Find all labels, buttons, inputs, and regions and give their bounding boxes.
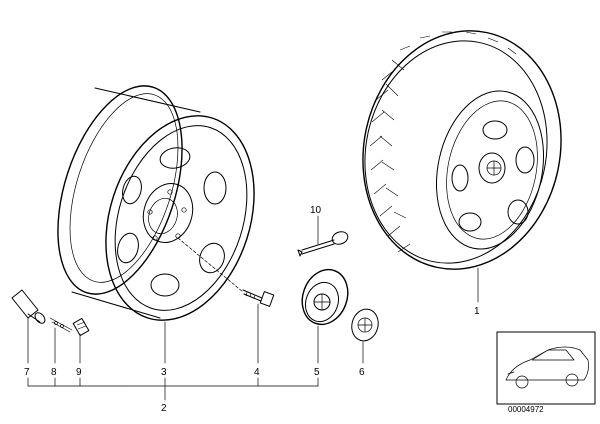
- callout-9: 9: [76, 367, 82, 378]
- wheel-bolt-icon: [242, 289, 275, 307]
- alloy-wheel-rim-icon: [57, 85, 255, 321]
- tire-valve-icon: [11, 289, 46, 324]
- leader-lines: [27, 215, 479, 401]
- valve-cap-icon: [72, 317, 90, 337]
- hub-cap-puller-icon: [297, 231, 349, 257]
- callout-6: 6: [359, 367, 365, 378]
- hub-cap-icon: [301, 268, 349, 326]
- complete-wheel-tire-icon: [362, 30, 562, 270]
- callout-3: 3: [161, 367, 167, 378]
- car-thumbnail-icon: [496, 331, 596, 405]
- callout-2: 2: [161, 403, 167, 414]
- callout-10: 10: [310, 205, 322, 216]
- callout-1: 1: [474, 306, 480, 317]
- callout-4: 4: [254, 367, 260, 378]
- callout-7: 7: [24, 367, 30, 378]
- callout-8: 8: [51, 367, 57, 378]
- valve-washer-icon: [49, 317, 73, 333]
- bmw-emblem-icon: [351, 308, 379, 342]
- callout-5: 5: [314, 367, 320, 378]
- document-number: 00004972: [508, 405, 544, 414]
